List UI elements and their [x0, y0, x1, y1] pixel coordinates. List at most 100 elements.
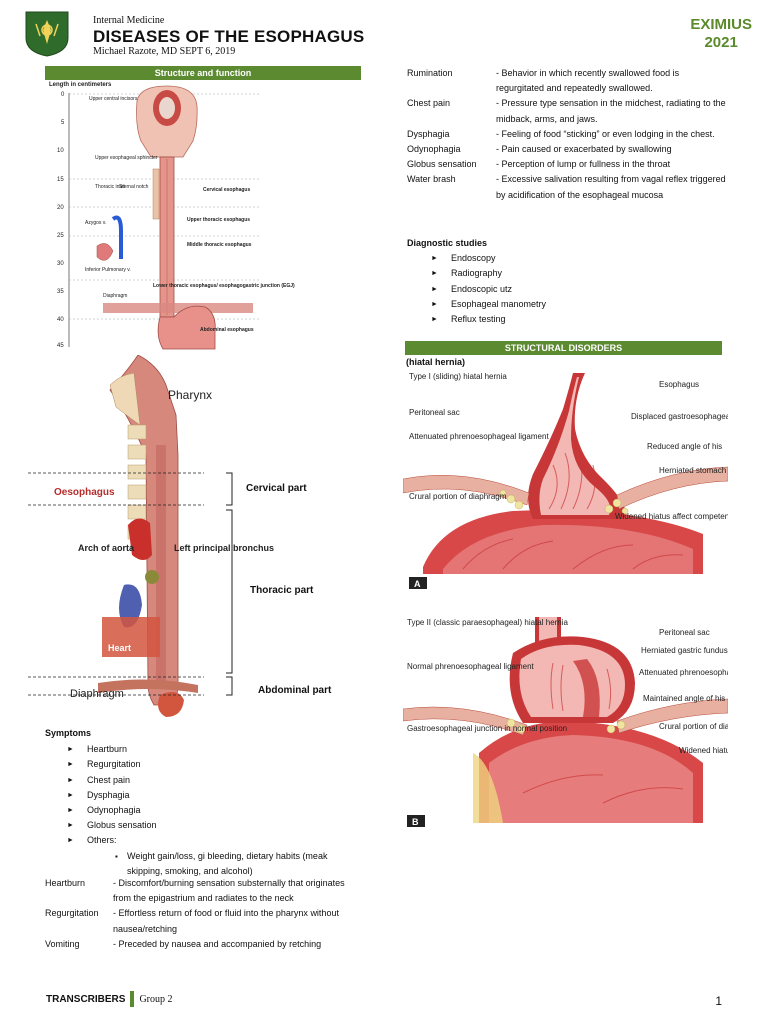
- esophagus-length-figure: Length in centimeters 0 5 10 15 20 25 30…: [45, 81, 365, 353]
- label-cervical: Cervical esophagus: [203, 187, 250, 193]
- label-lower-thoracic: Lower thoracic esophagus/ esophagogastri…: [153, 283, 295, 289]
- esophagus-parts-figure: Pharynx Oesophagus Arch of aorta Left pr…: [28, 355, 364, 720]
- tick-15: 15: [57, 177, 64, 183]
- label-oesophagus: Oesophagus: [54, 487, 115, 498]
- label-inferior-pulm: Inferior Pulmonary v.: [85, 267, 131, 273]
- fig-b-type: Type II (classic paraesophageal) hiatal …: [407, 618, 569, 627]
- fig-b-normal: Normal phrenoesophageal ligament: [407, 662, 535, 671]
- list-item: Regurgitation: [65, 757, 361, 772]
- axis-title: Length in centimeters: [49, 82, 112, 88]
- label-middle-thoracic: Middle thoracic esophagus: [187, 242, 252, 248]
- definition-term: Globus sensation: [407, 159, 477, 170]
- list-item: Reflux testing: [429, 312, 727, 327]
- fig-b-herniated-fundus: Herniated gastric fundus: [641, 646, 728, 655]
- fig-a-reduced: Reduced angle of his: [647, 442, 722, 451]
- definition-row: Vomiting - Preceded by nausea and accomp…: [45, 937, 361, 952]
- fig-b-peritoneal-sac: Peritoneal sac: [659, 628, 710, 637]
- hiatal-hernia-type1-figure: A Type I (sliding) hiatal hernia Periton…: [403, 369, 728, 595]
- tick-45: 45: [57, 343, 64, 349]
- label-abdominal: Abdominal esophagus: [200, 327, 254, 333]
- fig-a-esophagus: Esophagus: [659, 380, 699, 389]
- label-arch-of-aorta: Arch of aorta: [78, 543, 135, 553]
- tick-25: 25: [57, 233, 64, 239]
- label-abdominal-part: Abdominal part: [258, 685, 332, 696]
- label-cervical-part: Cervical part: [246, 483, 307, 494]
- label-sternal-notch: Sternal notch: [119, 184, 149, 190]
- label-upper-thoracic: Upper thoracic esophagus: [187, 217, 250, 223]
- definition-row: Chest pain - Pressure type sensation in …: [407, 96, 727, 126]
- fig-a-herniated: Herniated stomach: [659, 466, 726, 475]
- fig-b-crural: Crural portion of diaphragm: [659, 722, 728, 731]
- label-left-bronchus: Left principal bronchus: [174, 543, 274, 553]
- definition-text: - Perception of lump or fullness in the …: [496, 159, 671, 170]
- list-item: Chest pain: [65, 773, 361, 788]
- label-thoracic-inlet: Thoracic inlet: [95, 184, 125, 190]
- department-label: Internal Medicine: [93, 15, 165, 26]
- definition-text: - Pressure type sensation in the midches…: [496, 98, 726, 124]
- definition-row: Rumination - Behavior in which recently …: [407, 66, 727, 96]
- definition-row: Heartburn - Discomfort/burning sensation…: [45, 876, 361, 906]
- fig-a-displaced: Displaced gastroesophageal junction: [631, 412, 728, 421]
- diagnostic-section: Diagnostic studies Endoscopy Radiography…: [407, 236, 727, 327]
- fig-b-attenuated: Attenuated phrenoesophageal ligament: [639, 668, 728, 677]
- tick-5: 5: [61, 120, 65, 126]
- definition-term: Rumination: [407, 68, 453, 78]
- definition-row: Globus sensation - Perception of lump or…: [407, 157, 727, 172]
- tick-20: 20: [57, 205, 64, 211]
- definition-term: Dysphagia: [407, 128, 450, 139]
- diagnostic-heading: Diagnostic studies: [407, 238, 488, 248]
- label-upper-incisors: Upper central incisors: [89, 96, 138, 102]
- label-ues: Upper esophageal sphincter: [95, 155, 158, 161]
- definition-term: Heartburn: [45, 878, 86, 888]
- tick-10: 10: [57, 148, 64, 154]
- tick-30: 30: [57, 261, 64, 267]
- fig-b-widened: Widened hiatus: [679, 746, 728, 755]
- definition-term: Chest pain: [407, 98, 451, 109]
- fig-b-maintained: Maintained angle of his: [643, 694, 725, 703]
- list-item: Radiography: [429, 266, 727, 281]
- label-heart: Heart: [108, 643, 131, 653]
- brand-year: 2021: [704, 34, 738, 51]
- footer-divider: [130, 991, 135, 1007]
- definition-text: - Pain caused or exacerbated by swallowi…: [496, 144, 672, 155]
- label-diaphragm-2: Diaphragm: [70, 688, 124, 700]
- fig-a-crural: Crural portion of diaphragm: [409, 492, 507, 501]
- fig-a-attenuated: Attenuated phrenoesophageal ligament: [409, 432, 549, 441]
- brand-block: EXIMIUS 2021: [690, 16, 752, 52]
- fig-a-peritoneal-sac: Peritoneal sac: [409, 408, 460, 417]
- panel-label-a: A: [414, 579, 421, 589]
- hiatal-hernia-type2-figure: B Type II (classic paraesophageal) hiata…: [403, 613, 728, 833]
- left-definitions: Heartburn - Discomfort/burning sensation…: [45, 876, 361, 952]
- label-thoracic-part: Thoracic part: [250, 585, 314, 596]
- list-item: Others:: [65, 833, 361, 848]
- label-pharynx: Pharynx: [168, 388, 212, 402]
- section-bar-structural: STRUCTURAL DISORDERS: [405, 341, 722, 355]
- symptoms-list: Heartburn Regurgitation Chest pain Dysph…: [45, 742, 361, 849]
- symptoms-heading: Symptoms: [45, 728, 92, 738]
- tick-0: 0: [61, 92, 65, 98]
- list-item: Dysphagia: [65, 788, 361, 803]
- definition-term: Vomiting: [45, 938, 80, 949]
- symptoms-section: Symptoms Heartburn Regurgitation Chest p…: [45, 726, 361, 879]
- fig-a-type: Type I (sliding) hiatal hernia: [409, 372, 507, 381]
- fig-b-gej: Gastroesophageal junction in normal posi…: [407, 724, 567, 733]
- diagnostic-list: Endoscopy Radiography Endoscopic utz Eso…: [407, 251, 727, 327]
- tick-40: 40: [57, 317, 64, 323]
- list-item: Endoscopic utz: [429, 282, 727, 297]
- label-azygos: Azygos v.: [85, 220, 106, 226]
- list-item: Esophageal manometry: [429, 297, 727, 312]
- others-sublist: Weight gain/loss, gi bleeding, dietary h…: [45, 849, 361, 879]
- fig-a-widened: Widened hiatus affect competence of crur…: [615, 512, 728, 521]
- definition-text: - Discomfort/burning sensation substerna…: [113, 878, 345, 904]
- definition-row: Dysphagia - Feeling of food “sticking” o…: [407, 127, 727, 142]
- school-logo: [25, 11, 69, 57]
- length-ticks: 0 5 10 15 20 25 30 35 40 45: [57, 92, 65, 349]
- definition-row: Regurgitation - Effortless return of foo…: [45, 906, 361, 936]
- definition-term: Regurgitation: [45, 908, 99, 919]
- author-date: Michael Razote, MD SEPT 6, 2019: [93, 46, 236, 57]
- panel-label-b: B: [412, 817, 419, 827]
- footer-transcribers: TRANSCRIBERS Group 2: [46, 991, 173, 1007]
- hiatal-hernia-label: (hiatal hernia): [406, 357, 466, 367]
- list-item: Odynophagia: [65, 803, 361, 818]
- definition-row: Odynophagia - Pain caused or exacerbated…: [407, 142, 727, 157]
